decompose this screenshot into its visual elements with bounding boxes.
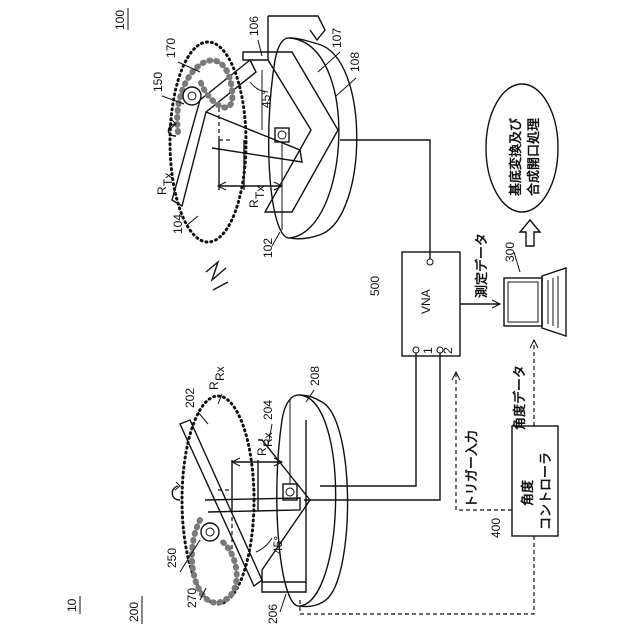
vna-label: VNA	[419, 289, 433, 314]
tx-radius-sub-1: Tx	[161, 173, 175, 186]
tx-cable	[340, 140, 430, 259]
pc-laptop-icon	[504, 268, 566, 336]
ref-250: 250	[165, 548, 179, 568]
measurement-data-label: 測定データ	[474, 233, 490, 298]
tx-probe	[183, 87, 201, 105]
rx-radius-label-1: R	[207, 381, 221, 390]
tx-rotation-path	[170, 42, 246, 242]
controller-ref: 400	[489, 518, 503, 538]
vna-port1-label: 1	[421, 347, 435, 354]
ref-106: 106	[247, 16, 261, 36]
rx-radius-sub-1: Rx	[213, 366, 227, 381]
ref-202: 202	[183, 388, 197, 408]
tx-radius-label-1: R	[155, 186, 169, 195]
ref-204: 204	[261, 400, 275, 420]
vna-ref: 500	[368, 276, 382, 296]
ref-150: 150	[151, 72, 165, 92]
ref-108: 108	[348, 52, 362, 72]
rx-probe	[201, 523, 219, 541]
ref-170: 170	[164, 38, 178, 58]
tx-angle: 45°	[259, 90, 273, 108]
trigger-input-label: トリガー入力	[464, 430, 480, 508]
controller-line1: 角度	[520, 479, 536, 506]
ref-208: 208	[308, 366, 322, 386]
system-label: 10	[65, 598, 79, 612]
rx-unit	[172, 395, 347, 607]
angle-data-label: 角度データ	[512, 365, 528, 430]
rx-angle: 45°	[271, 536, 285, 554]
tx-system-label: 100	[113, 10, 127, 30]
process-line2: 合成開口処理	[526, 118, 542, 196]
rx-system-label: 200	[127, 602, 141, 622]
process-arrow	[520, 220, 540, 246]
ref-104: 104	[171, 214, 185, 234]
ref-107: 107	[330, 28, 344, 48]
tx-radius-sub-2: Tx	[253, 186, 267, 199]
process-line1: 基底変換及び	[508, 117, 524, 197]
pc-ref: 300	[503, 242, 517, 262]
ref-270: 270	[185, 588, 199, 608]
controller-line2: コントローラ	[539, 452, 554, 530]
ref-206: 206	[266, 604, 280, 624]
rx-radius-label-2: R	[255, 447, 269, 456]
ref-102: 102	[261, 238, 275, 258]
tx-radius-label-2: R	[247, 199, 261, 208]
